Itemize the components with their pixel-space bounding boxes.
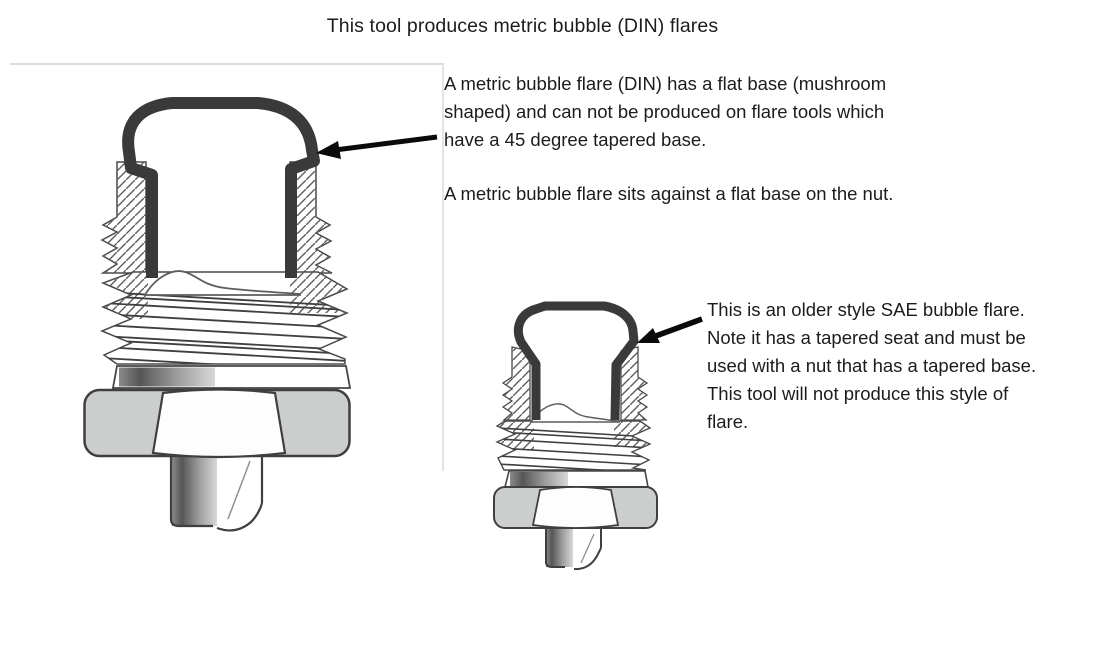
sae-collar <box>503 470 649 488</box>
arrowhead <box>316 141 341 159</box>
din-flared-tube-end <box>143 270 301 296</box>
sae-nut-wall-hatch-blocks <box>501 346 649 421</box>
annotation-line: A metric bubble flare (DIN) has a flat b… <box>444 73 887 94</box>
arrow-to-sae-flare <box>637 316 703 343</box>
din-tube <box>169 450 264 532</box>
sae-tube <box>545 524 602 571</box>
page-title: This tool produces metric bubble (DIN) f… <box>326 15 719 37</box>
arrow-to-din-flare <box>316 134 438 159</box>
din-collar <box>111 365 352 389</box>
sae-hex-nut <box>493 486 658 529</box>
annotation-line: shaped) and can not be produced on flare… <box>444 101 885 122</box>
metric-flare-annotation: A metric bubble flare (DIN) has a flat b… <box>444 70 893 208</box>
din-threaded-section <box>100 271 349 365</box>
din-flare-figure <box>83 97 352 532</box>
embedded-image-frame <box>10 63 444 471</box>
sae-flared-tube-end <box>529 403 621 423</box>
din-nut-wall-hatch-blocks <box>100 161 333 274</box>
metric-flare-note: A metric bubble flare sits against a fla… <box>444 183 894 204</box>
din-bubble-flare-outline <box>122 97 320 278</box>
sae-threaded-section <box>495 420 652 471</box>
annotation-line: This tool will not produce this style of <box>707 383 1009 404</box>
annotation-line: flare. <box>707 411 749 432</box>
arrowhead <box>637 328 660 343</box>
din-hex-nut <box>83 388 351 459</box>
sae-flare-figure <box>493 301 658 571</box>
sae-flare-annotation: This is an older style SAE bubble flare.… <box>707 296 1036 436</box>
annotation-line: This is an older style SAE bubble flare. <box>707 299 1025 320</box>
annotation-line: Note it has a tapered seat and must be <box>707 327 1026 348</box>
annotation-line: have a 45 degree tapered base. <box>444 129 707 150</box>
sae-bubble-flare-outline <box>513 301 639 421</box>
annotation-line: used with a nut that has a tapered base. <box>707 355 1037 376</box>
